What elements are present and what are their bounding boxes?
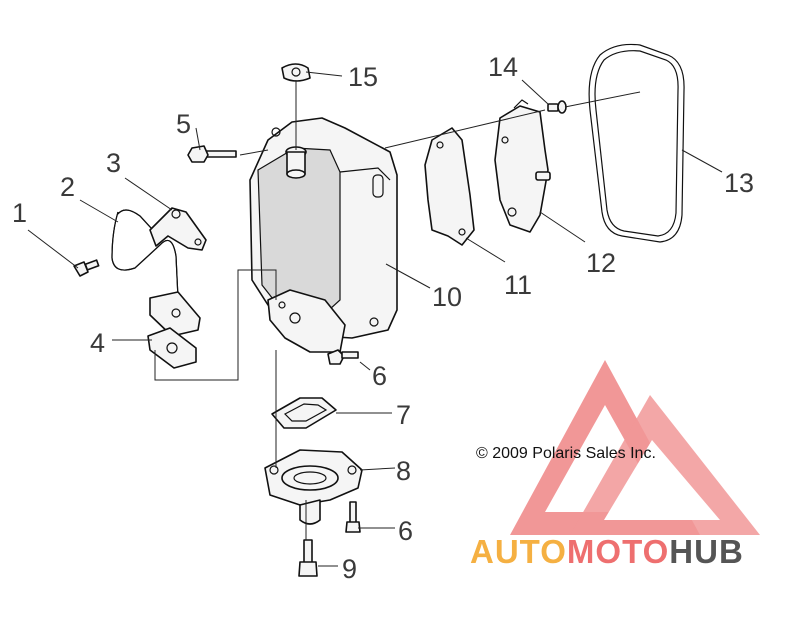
part-4-gasket [147, 327, 197, 369]
callout-7: 7 [396, 400, 411, 430]
callout-5: 5 [176, 109, 191, 139]
watermark-moto: MOTO [567, 533, 669, 570]
callout-4: 4 [90, 328, 105, 358]
callout-13: 13 [724, 168, 754, 198]
part-3-gasket-plate [149, 207, 207, 251]
part-13-gasket [588, 43, 685, 243]
watermark-logo [510, 360, 760, 535]
callout-12: 12 [586, 248, 616, 278]
callout-6-upper: 6 [372, 361, 387, 391]
callout-3: 3 [106, 148, 121, 178]
part-1-bolt [73, 259, 100, 277]
watermark-wordmark: AUTOMOTOHUB [470, 533, 744, 570]
part-5-bolt [187, 145, 237, 163]
callout-8: 8 [396, 456, 411, 486]
leader-lines [27, 71, 723, 567]
callout-9: 9 [342, 554, 357, 584]
part-7-gasket [271, 397, 337, 429]
part-11-baffle [424, 127, 475, 246]
part-10-valve-cover [249, 117, 398, 353]
part-2-breather-tube [111, 209, 201, 337]
callout-2: 2 [60, 172, 75, 202]
callout-6-lower: 6 [398, 516, 413, 546]
callout-10: 10 [432, 282, 462, 312]
callout-14: 14 [488, 52, 518, 82]
watermark-inner-cutout [604, 440, 720, 520]
callout-labels: 1 2 3 4 5 6 6 7 8 9 10 11 12 13 14 15 [12, 52, 754, 584]
callout-15: 15 [348, 62, 378, 92]
callout-1: 1 [12, 198, 27, 228]
part-6-bolt-lower [345, 501, 361, 533]
part-8-housing [264, 449, 363, 525]
part-15-clamp [281, 63, 311, 82]
watermark-auto: AUTO [470, 533, 567, 570]
part-12-breather-plate [494, 99, 551, 233]
watermark-hub: HUB [669, 533, 744, 570]
part-9-bolt [298, 539, 318, 577]
copyright-text: © 2009 Polaris Sales Inc. [476, 445, 656, 462]
callout-11: 11 [504, 270, 532, 300]
part-6-bolt-upper [327, 349, 359, 365]
part-14-screw [547, 100, 567, 114]
